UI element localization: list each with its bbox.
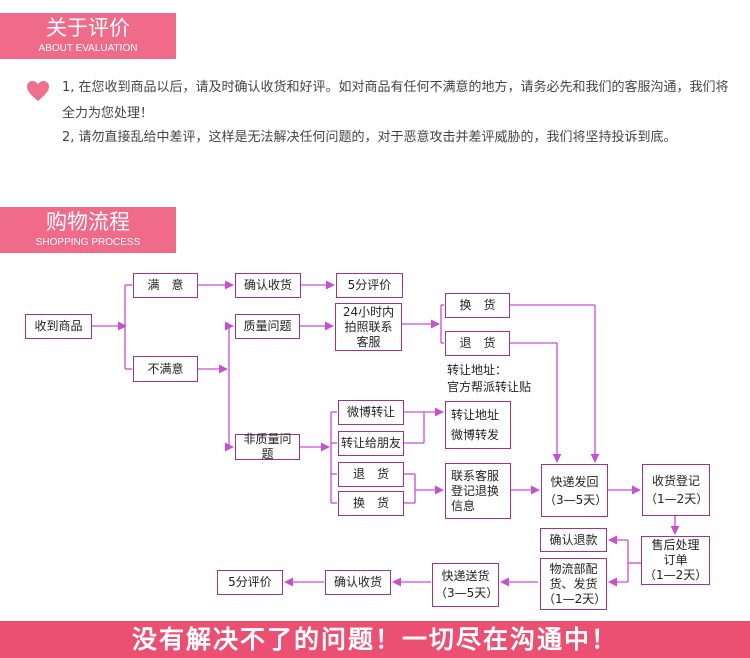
note-transfer-address: 转让地址： 官方帮派转让贴	[447, 362, 537, 398]
heart-icon	[27, 81, 49, 101]
node-non-quality-issue: 非质量问题	[235, 432, 300, 461]
node-express-send: 快递送货 （3—5天）	[432, 563, 499, 607]
process-subtitle: SHOPPING PROCESS	[35, 237, 141, 248]
evaluation-title: 关于评价	[46, 16, 130, 40]
node-contact-24h: 24小时内 拍照联系 客服	[335, 303, 402, 351]
evaluation-para-1: 1, 在您收到商品以后，请及时确认收货和好评。如对商品有任何不满意的地方，请务必…	[62, 80, 729, 121]
node-contact-register: 联系客服 登记退换 信息	[445, 463, 511, 519]
node-aftersale: 售后处理 订单 （1—2天）	[641, 536, 710, 585]
node-satisfied: 满 意	[133, 273, 198, 298]
node-logistics: 物流部配 货、发货 （1—2天）	[540, 558, 607, 610]
node-quality-issue: 质量问题	[235, 314, 300, 339]
node-confirm-receipt-2: 确认收货	[325, 570, 391, 595]
node-confirm-refund: 确认退款	[540, 528, 607, 552]
node-five-star: 5分评价	[336, 273, 403, 298]
node-unsatisfied: 不满意	[133, 356, 198, 382]
node-confirm-receipt: 确认收货	[235, 273, 301, 298]
node-express-return: 快递发回 （3—5天）	[541, 464, 608, 517]
flow-connectors	[92, 280, 680, 587]
evaluation-para-2: 2, 请勿直接乱给中差评，这样是无法解决任何问题的，对于恶意攻击并差评威胁的，我…	[62, 130, 677, 145]
process-title: 购物流程	[46, 210, 130, 234]
node-receipt-register: 收货登记 （1—2天）	[642, 464, 710, 516]
evaluation-banner: 关于评价 ABOUT EVALUATION	[0, 13, 176, 59]
evaluation-subtitle: ABOUT EVALUATION	[38, 43, 138, 54]
process-banner: 购物流程 SHOPPING PROCESS	[0, 207, 176, 253]
node-weibo-transfer: 微博转让	[338, 400, 404, 425]
node-exchange-2: 换 货	[338, 491, 404, 516]
node-receive-goods: 收到商品	[25, 314, 92, 339]
footer-slogan: 没有解决不了的问题！一切尽在沟通中！	[0, 621, 750, 658]
node-return: 退 货	[445, 331, 510, 356]
node-return-2: 退 货	[338, 462, 404, 487]
node-transfer-addr-weibo: 转让地址 微博转发	[445, 401, 511, 449]
node-five-star-2: 5分评价	[217, 570, 283, 595]
node-transfer-friend: 转让给朋友	[338, 431, 404, 456]
node-exchange: 换 货	[445, 293, 510, 318]
